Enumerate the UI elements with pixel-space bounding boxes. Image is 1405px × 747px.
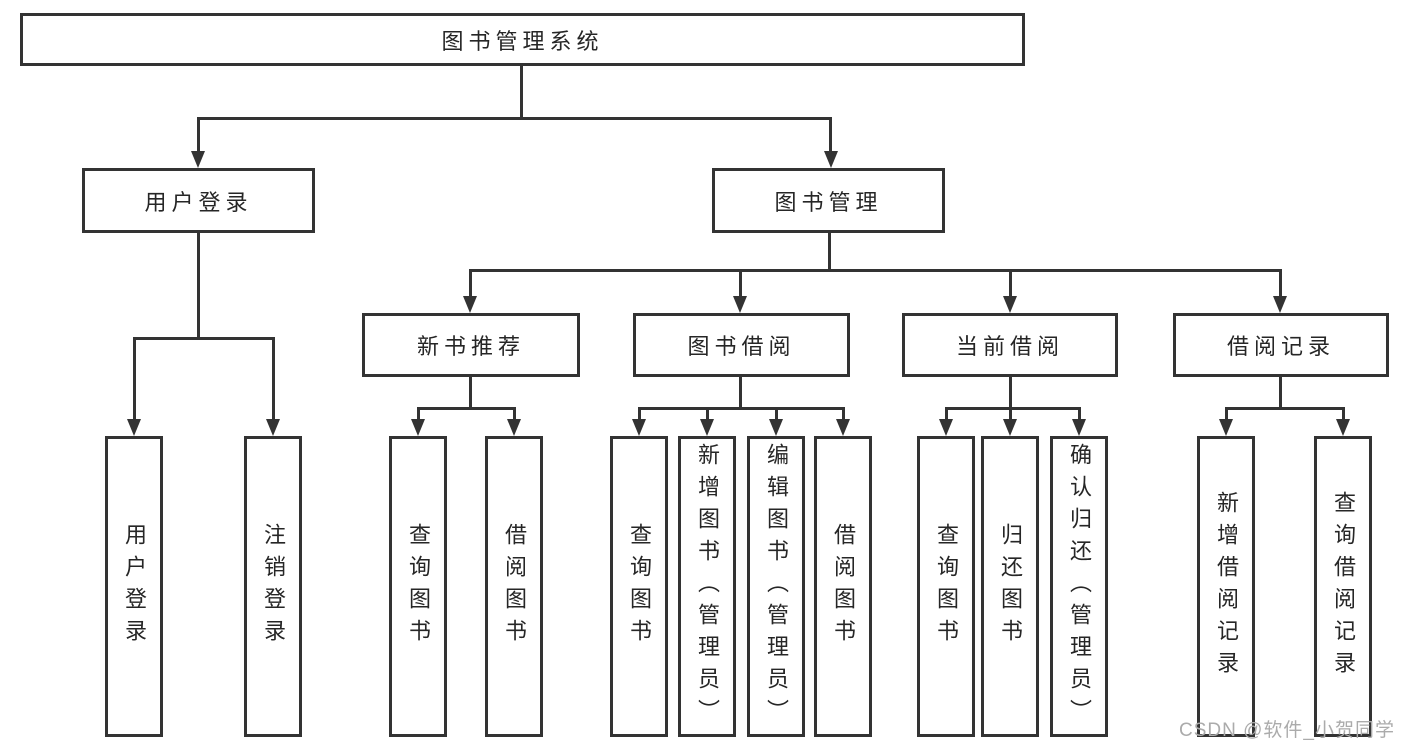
leaf-query-borrow-record: 查询借阅记录 (1314, 436, 1372, 737)
leaf-user-login: 用户登录 (105, 436, 163, 737)
connector (705, 408, 709, 422)
node-book-management: 图书管理 (712, 168, 945, 233)
node-label: 当前借阅 (955, 334, 1064, 359)
connector (271, 338, 275, 422)
connector (1224, 408, 1228, 422)
connector (1008, 408, 1012, 422)
connector (1224, 406, 1345, 410)
connector (196, 116, 832, 120)
node-label: 借阅记录 (1226, 334, 1335, 359)
leaf-label: 归还图书 (998, 522, 1023, 651)
leaf-return-books: 归还图书 (981, 436, 1039, 737)
leaf-edit-books-admin: 编辑图书（管理员） (747, 436, 805, 737)
connector (1278, 270, 1282, 298)
leaf-borrow-books-1: 借阅图书 (485, 436, 543, 737)
arrowhead (266, 419, 280, 436)
arrowhead (823, 151, 838, 168)
connector (416, 406, 516, 410)
connector (738, 270, 742, 298)
connector (468, 268, 1282, 272)
connector (637, 408, 641, 422)
leaf-label: 查询借阅记录 (1331, 490, 1356, 683)
leaf-label: 注销登录 (261, 522, 286, 651)
connector (774, 408, 778, 422)
arrowhead (733, 296, 747, 313)
connector (944, 408, 948, 422)
leaf-add-borrow-record: 新增借阅记录 (1197, 436, 1255, 737)
leaf-label: 查询图书 (934, 522, 959, 651)
arrowhead (769, 419, 783, 436)
leaf-label: 借阅图书 (502, 522, 527, 651)
connector (1008, 270, 1012, 298)
leaf-label: 新增图书（管理员） (695, 442, 720, 731)
arrowhead (1336, 419, 1350, 436)
connector (1008, 377, 1012, 410)
arrowhead (507, 419, 521, 436)
leaf-add-books-admin: 新增图书（管理员） (678, 436, 736, 737)
arrowhead (632, 419, 646, 436)
connector (416, 408, 420, 422)
arrowhead (127, 419, 141, 436)
arrowhead (191, 151, 205, 168)
node-new-book-recommend: 新书推荐 (362, 313, 580, 377)
watermark: CSDN @软件_小贺同学 (1179, 720, 1395, 741)
arrowhead (1003, 296, 1017, 313)
leaf-query-books-2: 查询图书 (610, 436, 668, 737)
node-label: 图书借阅 (687, 334, 796, 359)
node-current-borrowing: 当前借阅 (902, 313, 1118, 377)
leaf-label: 查询图书 (627, 522, 652, 651)
node-borrowing-records: 借阅记录 (1173, 313, 1389, 377)
connector (1278, 377, 1282, 410)
leaf-label: 用户登录 (122, 522, 147, 651)
node-label: 用户登录 (144, 189, 253, 215)
connector (828, 233, 831, 272)
arrowhead (939, 419, 953, 436)
connector (1077, 408, 1081, 422)
leaf-label: 新增借阅记录 (1214, 490, 1239, 683)
connector (519, 64, 523, 120)
leaf-label: 借阅图书 (831, 522, 856, 651)
connector (1341, 408, 1345, 422)
arrowhead (1273, 296, 1287, 313)
leaf-borrow-books-2: 借阅图书 (814, 436, 872, 737)
connector (196, 233, 200, 340)
leaf-label: 编辑图书（管理员） (764, 442, 789, 731)
connector (738, 377, 742, 410)
leaf-label: 查询图书 (406, 522, 431, 651)
node-label: 图书管理 (774, 189, 883, 215)
connector (196, 118, 200, 154)
connector (132, 338, 136, 422)
arrowhead (1003, 419, 1017, 436)
connector (512, 408, 516, 422)
arrowhead (463, 296, 477, 313)
leaf-confirm-return-admin: 确认归还（管理员） (1050, 436, 1108, 737)
connector (944, 406, 1081, 410)
connector (841, 408, 845, 422)
arrowhead (1219, 419, 1233, 436)
connector (468, 270, 472, 298)
connector (829, 118, 832, 154)
node-root: 图书管理系统 (20, 13, 1025, 66)
arrowhead (411, 419, 425, 436)
connector (132, 336, 275, 340)
node-label: 图书管理系统 (441, 28, 604, 54)
leaf-query-books-1: 查询图书 (389, 436, 447, 737)
node-user-login: 用户登录 (82, 168, 315, 233)
node-label: 新书推荐 (416, 334, 525, 359)
arrowhead (1072, 419, 1086, 436)
node-book-borrowing: 图书借阅 (633, 313, 850, 377)
leaf-logout-login: 注销登录 (244, 436, 302, 737)
leaf-label: 确认归还（管理员） (1067, 442, 1092, 731)
leaf-query-books-3: 查询图书 (917, 436, 975, 737)
connector (637, 406, 845, 410)
arrowhead (836, 419, 850, 436)
connector (468, 377, 472, 410)
arrowhead (700, 419, 714, 436)
